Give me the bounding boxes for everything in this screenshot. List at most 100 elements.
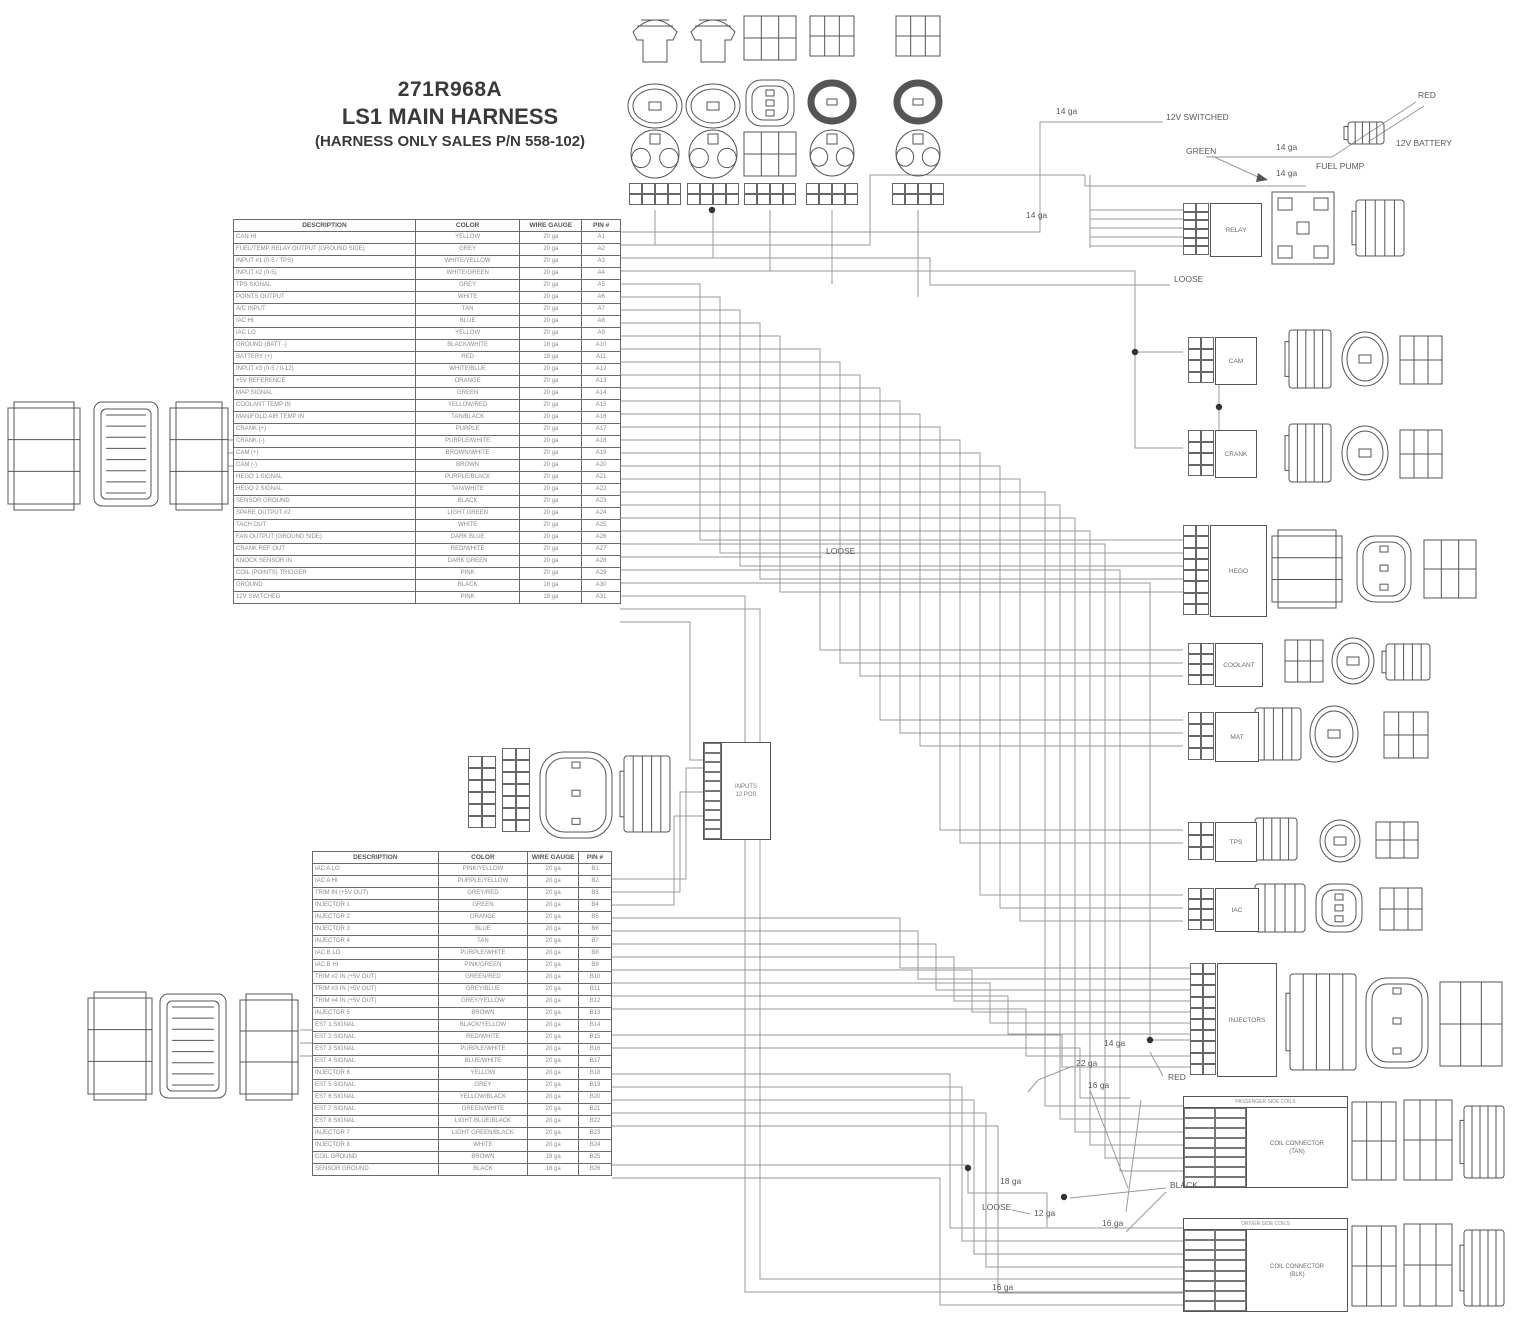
sensor-pin-table (744, 183, 796, 205)
harness-wire (620, 491, 1183, 1107)
pin-cell (1201, 664, 1214, 675)
harness-wire (612, 1034, 1190, 1068)
table-cell: TAN (414, 303, 521, 316)
pin-cell (832, 183, 845, 194)
inputs-label: INPUTS 12 POS (734, 784, 757, 798)
table-cell: FUEL/TEMP RELAY OUTPUT (GROUND SIDE) (233, 243, 416, 256)
table-cell: A7 (581, 303, 621, 316)
table-cell: EST 3 SIGNAL (312, 1043, 439, 1056)
table-cell: EST 4 SIGNAL (312, 1055, 439, 1068)
table-cell: EST 5 SIGNAL (312, 1079, 439, 1092)
pin-cell (1188, 360, 1201, 372)
pin-stack-coolant (1188, 643, 1214, 685)
pin-cell (1188, 441, 1201, 453)
pin-cell (1201, 898, 1214, 909)
connector-round-glyph (627, 83, 683, 129)
coil-pin-grid (1184, 1108, 1247, 1187)
table-cell: A20 (581, 459, 621, 472)
connector-label-relay: RELAY (1210, 203, 1262, 257)
coil-block-header: PASSENGER SIDE COILS (1184, 1097, 1347, 1108)
pin-stack-hego (1183, 525, 1209, 615)
wire-label-g16c: 16 ga (992, 1282, 1014, 1292)
table-cell: B1 (578, 863, 612, 876)
pin-cell (892, 194, 905, 205)
column-header: PIN # (578, 851, 612, 864)
connector-label-injectors: INJECTORS (1217, 963, 1277, 1077)
connector-label-cam: CAM (1215, 337, 1257, 385)
pin-cell (783, 194, 796, 205)
table-cell: B19 (578, 1079, 612, 1092)
pin-stack-injectors (1190, 963, 1216, 1075)
pin-stack-crank (1188, 430, 1214, 476)
table-cell: GROUND (BATT -) (233, 339, 416, 352)
pin-cell (1201, 834, 1214, 848)
sensor-pin-table (629, 183, 681, 205)
table-cell: INJECTOR 7 (312, 1127, 439, 1140)
pin-cell (1196, 603, 1209, 615)
table-cell: GREEN (414, 387, 521, 400)
part-number: 271R968A (397, 78, 503, 101)
pin-cell (642, 194, 655, 205)
harness-wire (620, 361, 1183, 664)
table-cell: A5 (581, 279, 621, 292)
table-cell: IAC B LO (312, 947, 439, 960)
connector-barrel-glyph (619, 755, 671, 833)
table-cell: IAC HI (233, 315, 416, 328)
pin-cell (1196, 228, 1209, 238)
table-cell: 20 ga (519, 279, 583, 292)
wire-junction-dot (1060, 1193, 1068, 1201)
pin-cell (1188, 919, 1201, 930)
wire-junction-dot (708, 206, 716, 214)
pin-cell (1196, 246, 1209, 255)
pin-cell (482, 816, 496, 828)
table-cell: PURPLE/YELLOW (437, 875, 529, 888)
pin-cell (516, 760, 530, 772)
pin-cell (468, 792, 482, 804)
pin-cell (700, 194, 713, 205)
connector-blob-glyph (688, 129, 738, 179)
table-cell: A22 (581, 483, 621, 496)
pin-cell (1190, 996, 1203, 1008)
table-cell: RED/WHITE (437, 1031, 529, 1044)
table-cell: 20 ga (519, 231, 583, 244)
connector-round-glyph (1341, 331, 1389, 387)
pin-cell (1196, 536, 1209, 548)
pin-cell (502, 748, 516, 760)
harness-wire (612, 1086, 1183, 1242)
sensor-pin-table (687, 183, 739, 205)
table-cell: 20 ga (527, 911, 580, 924)
table-cell: 20 ga (519, 387, 583, 400)
pin-cell (770, 194, 783, 205)
pin-cell (1203, 963, 1216, 975)
table-cell: BROWN (437, 1151, 529, 1164)
connector-blob-glyph (895, 129, 941, 177)
inputs-pin-column (704, 743, 722, 839)
pin-cell (819, 183, 832, 194)
harness-wire (1134, 352, 1183, 449)
pin-cell (892, 183, 905, 194)
connector-grid-glyph (1399, 335, 1443, 385)
table-cell: BLACK/WHITE (414, 339, 521, 352)
table-cell: B6 (578, 923, 612, 936)
pin-cell (806, 183, 819, 194)
table-cell: A29 (581, 567, 621, 580)
pin-cell (1190, 1041, 1203, 1053)
table-cell: 20 ga (519, 507, 583, 520)
harness-wire (612, 982, 1190, 1024)
table-cell: TRIM #3 IN (+5V OUT) (312, 983, 439, 996)
table-cell: EST 1 SIGNAL (312, 1019, 439, 1032)
pin-cell (1188, 724, 1201, 736)
coil-block-passenger: PASSENGER SIDE COILS COIL CONNECTOR (TAN… (1183, 1096, 1348, 1188)
pin-cell (1201, 736, 1214, 748)
pin-cell (1188, 664, 1201, 675)
